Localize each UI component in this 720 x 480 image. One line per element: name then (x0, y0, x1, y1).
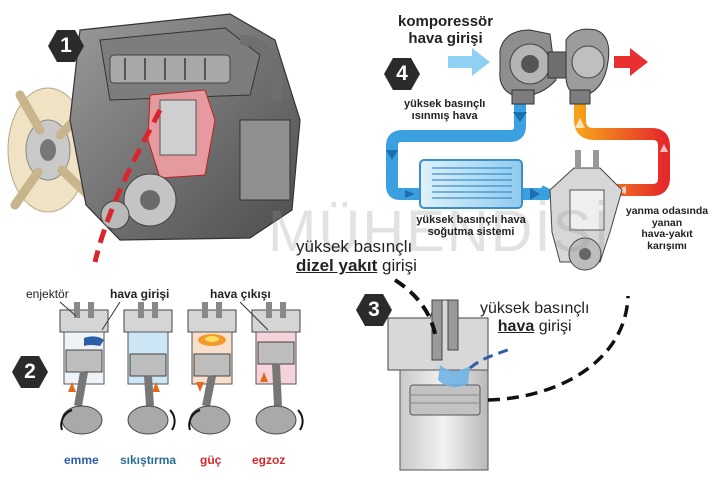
air-in-label: hava girişi (110, 287, 170, 301)
air-in-arrow (448, 48, 490, 76)
mixture-label: yanma odasında yanan hava-yakıt karışımı (625, 205, 709, 252)
fuel-inlet-label: yüksek basınçlı dizel yakıt girişi (296, 237, 417, 275)
air-inlet-rest: girişi (538, 317, 572, 335)
stroke-intake-label: emme (64, 453, 99, 467)
engine-block-icon (549, 150, 623, 271)
badge-2: 2 (12, 354, 48, 390)
cylinder-closeup (387, 299, 489, 471)
air-line (469, 346, 513, 370)
badge-3: 3 (356, 292, 392, 328)
turbo-loop (386, 100, 670, 209)
connector-line (487, 295, 630, 402)
air-inlet-bold: hava (497, 317, 535, 335)
cut-line (92, 108, 163, 263)
turbocharger-icon (499, 28, 610, 105)
engine-illustration (7, 13, 301, 241)
injector-label: enjektör (26, 287, 69, 301)
fuel-inlet-bold: dizel yakıt (296, 255, 378, 275)
stroke-compression-label: sıkıştırma (120, 453, 177, 467)
fan-icon (7, 87, 93, 213)
four-stroke-illustrations (59, 301, 304, 435)
badge-4: 4 (384, 56, 420, 92)
air-out-label: hava çıkışı (210, 287, 271, 301)
fuel-inlet-rest: girişi (382, 255, 417, 275)
stroke-exhaust-label: egzoz (252, 453, 286, 467)
hot-air-label: yüksek basınçlı ısınmış hava (404, 98, 486, 123)
cooler-label: yüksek basınçlı hava soğutma sistemi (416, 214, 526, 239)
fuel-line (393, 278, 438, 339)
watermark-text: MÜHENDİSİ (268, 199, 612, 264)
compressor-label: komporessör hava girişi (398, 13, 494, 47)
badge-1: 1 (48, 28, 84, 64)
air-inlet-label: yüksek basınçlı hava girişi (480, 300, 590, 335)
stroke-power-label: güç (200, 453, 222, 467)
exhaust-out-arrow (614, 48, 648, 76)
